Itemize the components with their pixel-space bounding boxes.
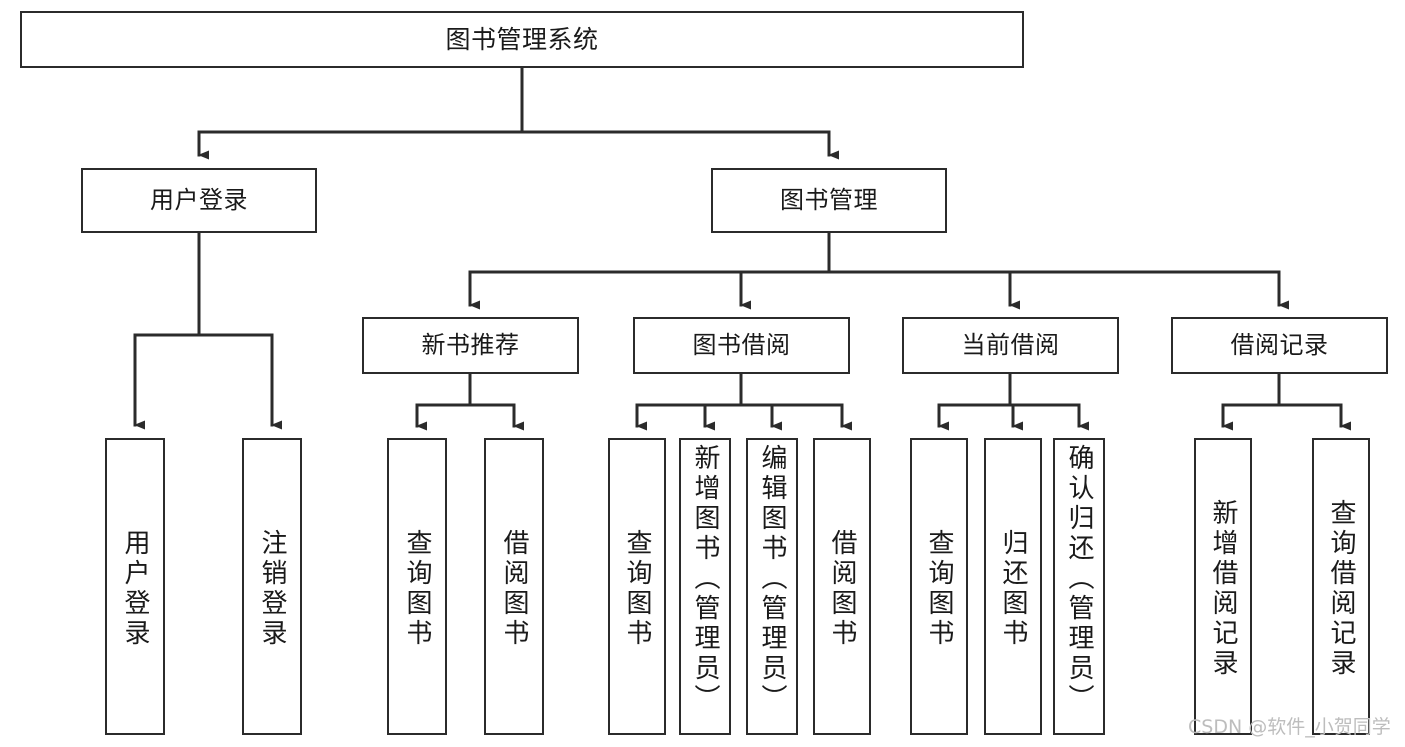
node-leaf-add-borrow-record[interactable]: 新增借阅记录 bbox=[1194, 438, 1252, 735]
node-current-borrow[interactable]: 当前借阅 bbox=[902, 317, 1119, 374]
node-label-leaf-query-borrow-record: 查询借阅记录 bbox=[1326, 498, 1356, 679]
node-book-management[interactable]: 图书管理 bbox=[711, 168, 947, 233]
node-leaf-query-book-current[interactable]: 查询图书 bbox=[910, 438, 968, 735]
node-label-leaf-add-book: 新增图书（管理员） bbox=[690, 444, 720, 714]
node-label-leaf-user-logout: 注销登录 bbox=[257, 528, 287, 649]
node-label-current-borrow: 当前借阅 bbox=[961, 331, 1060, 360]
node-label-leaf-borrow-book: 借阅图书 bbox=[827, 528, 857, 649]
node-leaf-borrow-book[interactable]: 借阅图书 bbox=[813, 438, 871, 735]
csdn-watermark: CSDN @软件_小贺同学 bbox=[1188, 716, 1391, 738]
node-label-leaf-borrow-book-recommend: 借阅图书 bbox=[499, 528, 529, 649]
node-leaf-add-book[interactable]: 新增图书（管理员） bbox=[679, 438, 731, 735]
node-label-user-login: 用户登录 bbox=[150, 186, 248, 215]
node-leaf-query-book-recommend[interactable]: 查询图书 bbox=[387, 438, 447, 735]
node-label-borrow-record: 借阅记录 bbox=[1230, 331, 1329, 360]
node-root[interactable]: 图书管理系统 bbox=[20, 11, 1024, 68]
node-label-leaf-query-book-borrow: 查询图书 bbox=[622, 528, 652, 649]
node-book-borrow[interactable]: 图书借阅 bbox=[633, 317, 850, 374]
node-label-leaf-add-borrow-record: 新增借阅记录 bbox=[1208, 498, 1238, 679]
node-label-leaf-query-book-current: 查询图书 bbox=[924, 528, 954, 649]
node-leaf-borrow-book-recommend[interactable]: 借阅图书 bbox=[484, 438, 544, 735]
node-label-root: 图书管理系统 bbox=[445, 24, 599, 54]
node-leaf-user-login[interactable]: 用户登录 bbox=[105, 438, 165, 735]
node-label-book-borrow: 图书借阅 bbox=[692, 331, 791, 360]
node-new-book-recommend[interactable]: 新书推荐 bbox=[362, 317, 579, 374]
node-leaf-return-book[interactable]: 归还图书 bbox=[984, 438, 1042, 735]
node-leaf-query-book-borrow[interactable]: 查询图书 bbox=[608, 438, 666, 735]
node-label-leaf-user-login: 用户登录 bbox=[120, 528, 150, 649]
node-leaf-user-logout[interactable]: 注销登录 bbox=[242, 438, 302, 735]
node-label-leaf-confirm-return: 确认归还（管理员） bbox=[1064, 444, 1094, 714]
node-label-leaf-edit-book: 编辑图书（管理员） bbox=[757, 444, 787, 714]
node-borrow-record[interactable]: 借阅记录 bbox=[1171, 317, 1388, 374]
node-user-login[interactable]: 用户登录 bbox=[81, 168, 317, 233]
node-label-leaf-return-book: 归还图书 bbox=[998, 528, 1028, 649]
node-label-leaf-query-book-recommend: 查询图书 bbox=[402, 528, 432, 649]
node-leaf-confirm-return[interactable]: 确认归还（管理员） bbox=[1053, 438, 1105, 735]
node-leaf-edit-book[interactable]: 编辑图书（管理员） bbox=[746, 438, 798, 735]
node-leaf-query-borrow-record[interactable]: 查询借阅记录 bbox=[1312, 438, 1370, 735]
node-label-book-management: 图书管理 bbox=[780, 186, 878, 215]
node-label-new-book-recommend: 新书推荐 bbox=[421, 331, 520, 360]
